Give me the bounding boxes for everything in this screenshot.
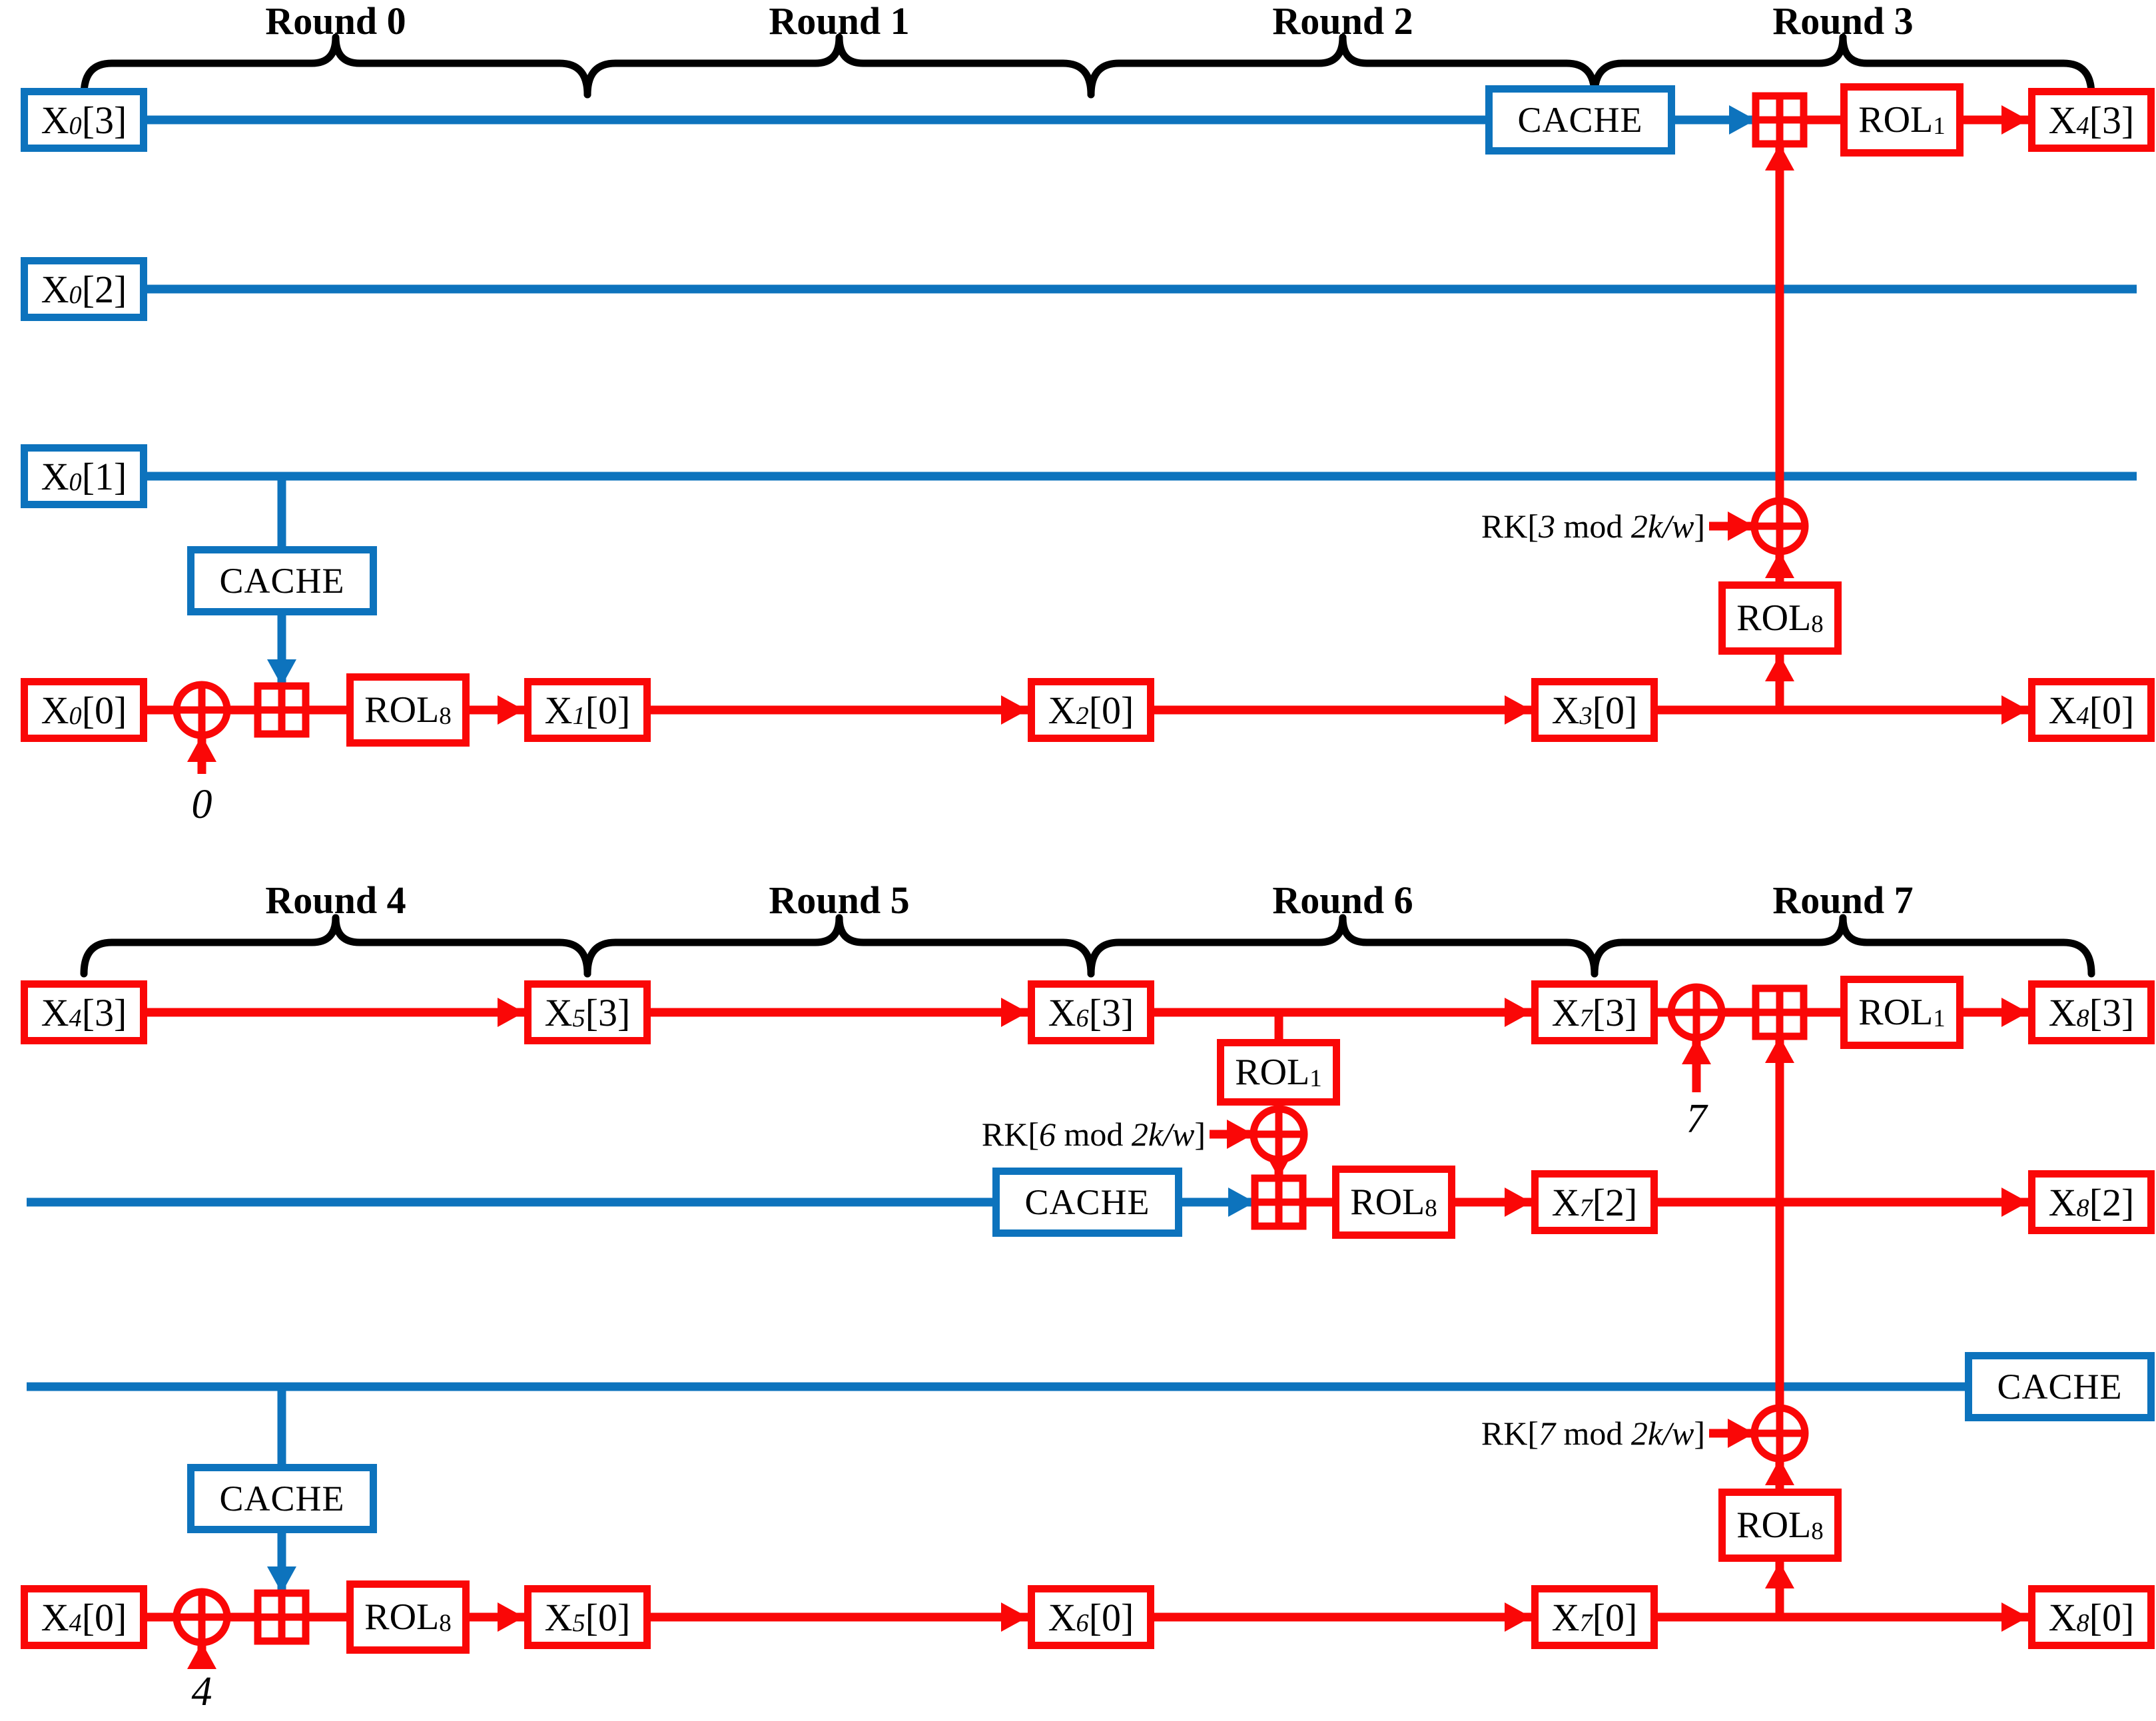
brace-round-4 [80,914,591,978]
round-label: Round 7 [1772,878,1914,922]
brace-round-5 [583,914,1095,978]
modular-add-icon [1752,984,1808,1040]
modular-add-icon [1251,1174,1307,1230]
round-label: Round 5 [769,878,910,922]
modular-add-icon [254,1589,310,1645]
xor-icon [173,681,231,739]
round-constant: 0 [191,782,212,827]
round-key-label: RK[7 mod 2k/w] [1481,1415,1705,1452]
round-key-label: RK[3 mod 2k/w] [1481,508,1705,545]
round-label: Round 4 [265,878,406,922]
modular-add-icon [1752,92,1808,148]
brace-round-2 [1087,33,1599,99]
brace-round-0 [80,33,591,99]
bottom-red-lines [147,998,2028,1669]
xor-icon [1250,1105,1308,1164]
top-blue-lines [147,105,2137,686]
cache-box: CACHE [187,1464,377,1533]
bottom-blue-lines [27,1188,1965,1593]
modular-add-icon [254,682,310,738]
cache-box: CACHE [1485,85,1675,155]
xor-icon [1750,1404,1809,1463]
brace-round-6 [1087,914,1599,978]
cache-box: CACHE [992,1168,1182,1237]
round-constant: 7 [1686,1096,1707,1142]
round-label: Round 2 [1272,0,1413,43]
cache-box: CACHE [1965,1352,2155,1421]
brace-round-3 [1591,33,2095,99]
round-label: Round 0 [265,0,406,43]
round-label: Round 3 [1772,0,1914,43]
round-label: Round 6 [1272,878,1413,922]
brace-round-1 [583,33,1095,99]
xor-icon [1750,497,1809,555]
brace-round-7 [1591,914,2095,978]
round-key-label: RK[6 mod 2k/w] [981,1116,1206,1153]
xor-icon [1667,983,1726,1042]
round-braces [80,33,2095,978]
round-label: Round 1 [769,0,910,43]
xor-icon [173,1588,231,1646]
round-constant: 4 [191,1669,212,1714]
cache-box: CACHE [187,546,377,615]
top-red-lines [147,105,2028,774]
